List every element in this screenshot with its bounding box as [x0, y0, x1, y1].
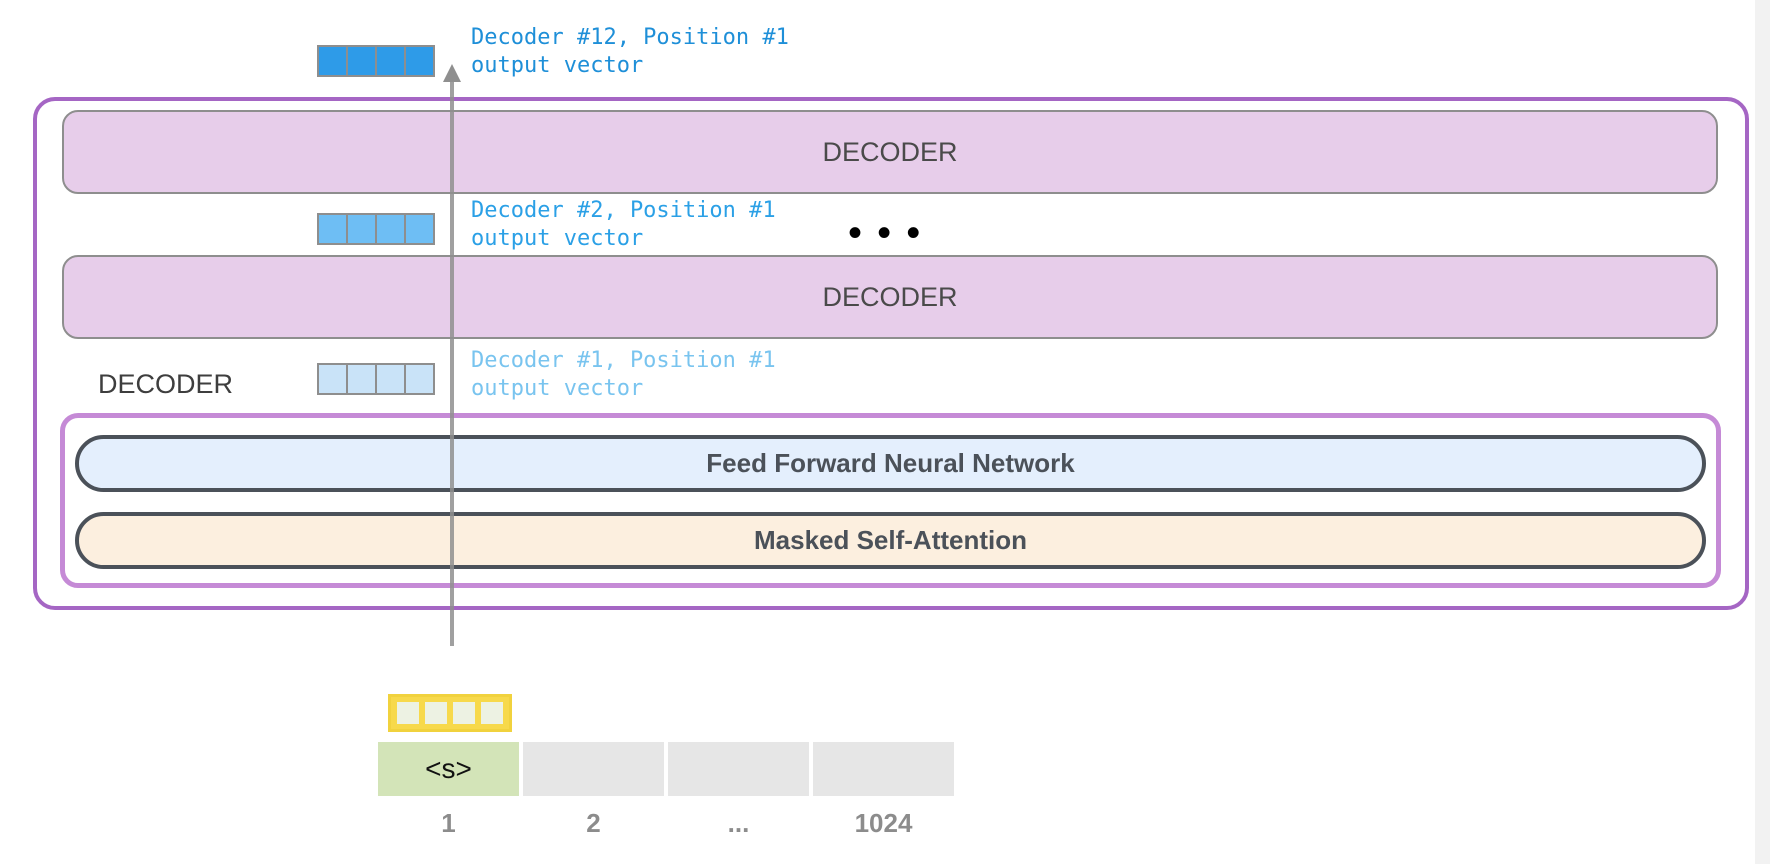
decoder-1-block [60, 413, 1721, 588]
token-slot-2 [523, 742, 664, 796]
decoder-block-label: DECODER [822, 136, 958, 167]
position-number: 2 [586, 808, 601, 838]
decoder-block-top: DECODER [62, 110, 1718, 194]
token-slot-4 [813, 742, 954, 796]
decoder-block-label: DECODER [822, 281, 958, 312]
decoder-1-output-label: Decoder #1, Position #1 output vector [471, 348, 776, 401]
input-embedding-vector [388, 694, 512, 732]
ellipsis: • • • [848, 211, 923, 255]
token-start: <s> [378, 742, 519, 796]
decoder-2-output-label: Decoder #2, Position #1 output vector [471, 198, 776, 251]
masked-self-attention-layer: Masked Self-Attention [75, 512, 1706, 569]
decoder-side-label: DECODER [98, 369, 234, 399]
token-slot-3 [668, 742, 809, 796]
decoder-12-output-label: Decoder #12, Position #1 output vector [471, 25, 789, 78]
decoder-2-output-vector [317, 213, 435, 245]
position-number: ... [727, 808, 750, 838]
position-number: 1024 [854, 808, 913, 838]
decoder-1-output-vector [317, 363, 435, 395]
feed-forward-layer: Feed Forward Neural Network [75, 435, 1706, 492]
decoder-block-middle: DECODER [62, 255, 1718, 339]
masked-self-attention-label: Masked Self-Attention [753, 525, 1028, 555]
position-number: 1 [441, 808, 456, 838]
feed-forward-label: Feed Forward Neural Network [706, 448, 1075, 478]
decoder-stack [33, 97, 1749, 610]
decoder-12-output-vector [317, 45, 435, 77]
flow-arrow [443, 64, 461, 646]
right-edge [1755, 0, 1770, 864]
token-label: <s> [425, 753, 472, 784]
